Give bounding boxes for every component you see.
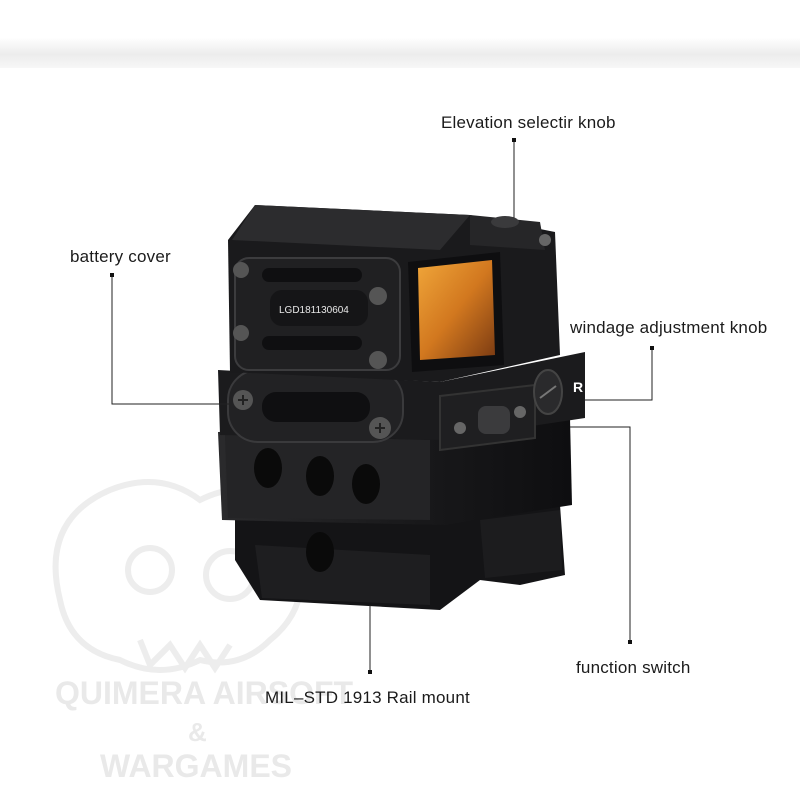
rail-leader-dot [368,670,372,674]
watermark-line3: WARGAMES [100,748,292,784]
battery-cover-label: battery cover [70,247,171,266]
windage-leader-dot [650,346,654,350]
top-shadow-band [0,0,800,68]
side-marking-r: R [573,379,583,395]
function-leader-dot [628,640,632,644]
function-switch-label: function switch [576,658,691,677]
serial-number-text: LGD181130604 [279,305,349,316]
elevation-knob-label: Elevation selectir knob [441,113,616,132]
windage-leader-line [584,350,653,401]
watermark-line1: QUIMERA AIRSOFT [55,675,354,711]
rail-mount-label: MIL–STD 1913 Rail mount [265,688,470,707]
battery-leader-dot [110,273,114,277]
elevation-leader-dot [512,138,516,142]
battery-leader-line [111,277,230,405]
function-leader-line [570,426,631,642]
windage-knob-label: windage adjustment knob [570,318,768,337]
watermark-line2: & [188,717,207,747]
